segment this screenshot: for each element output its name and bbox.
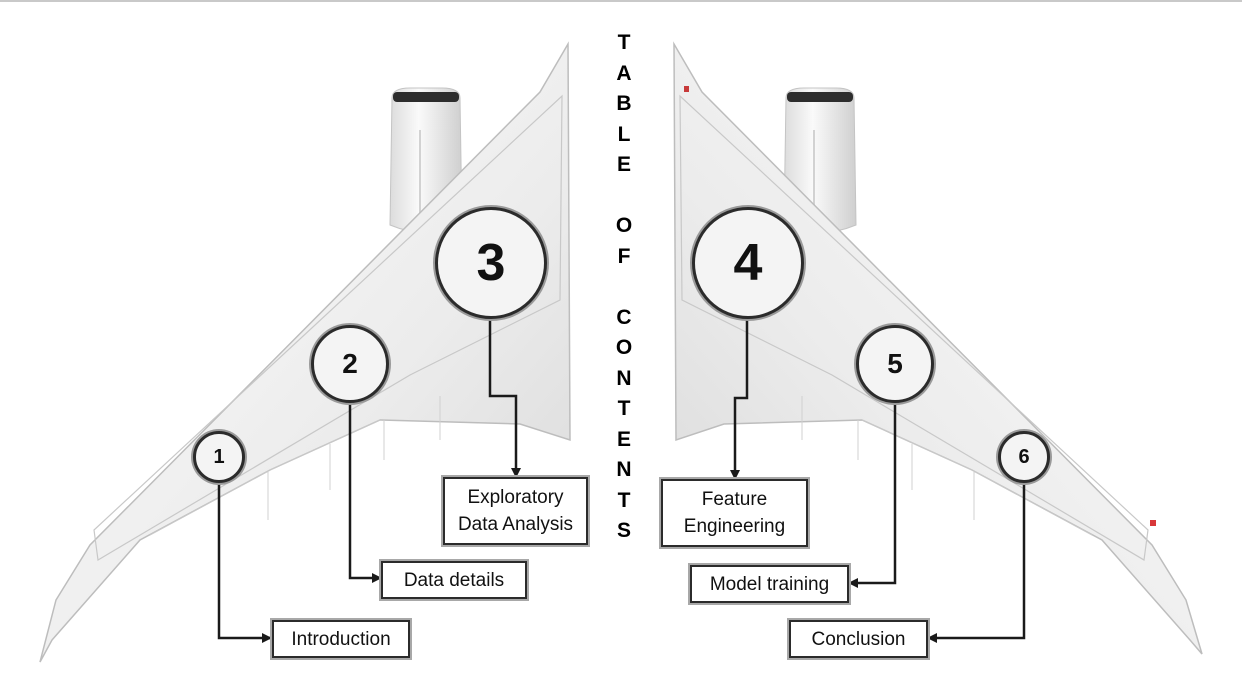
title-letter: T	[617, 488, 631, 512]
section-1-circle[interactable]: 1	[193, 431, 245, 483]
table-of-contents-title: T A B L E O F C O N T E N T S	[612, 28, 636, 547]
section-1-text: Introduction	[291, 628, 391, 650]
title-letter: S	[616, 519, 631, 542]
title-letter	[612, 272, 636, 303]
section-4-text: Feature Engineering	[683, 489, 786, 537]
connector-1	[217, 479, 272, 643]
connector-5	[848, 403, 897, 588]
title-letter: N	[616, 366, 632, 390]
connector-6	[927, 479, 1026, 643]
section-4-circle[interactable]: 4	[692, 207, 804, 319]
title-letter: C	[616, 305, 632, 329]
section-5-number: 5	[887, 348, 903, 379]
section-1-label[interactable]: Introduction	[272, 620, 410, 658]
section-6-number: 6	[1018, 445, 1030, 468]
title-letter: T	[617, 397, 631, 420]
section-5-label[interactable]: Model training	[690, 565, 849, 603]
title-letter	[612, 181, 636, 212]
title-letter: B	[616, 92, 632, 115]
connectors	[217, 318, 1026, 643]
section-6-text: Conclusion	[811, 628, 906, 650]
section-4-label[interactable]: Feature Engineering	[661, 479, 808, 547]
top-border-line	[0, 0, 1242, 2]
section-6-label[interactable]: Conclusion	[789, 620, 928, 658]
title-letter: E	[616, 153, 631, 176]
section-5-text: Model training	[709, 573, 830, 595]
section-2-label[interactable]: Data details	[381, 561, 527, 599]
section-3-circle[interactable]: 3	[435, 207, 547, 319]
title-letter: A	[616, 61, 632, 85]
title-letter: O	[615, 336, 633, 359]
right-wing	[673, 41, 1203, 655]
title-letter: F	[617, 244, 631, 268]
section-3-number: 3	[476, 234, 506, 292]
section-4-number: 4	[733, 234, 763, 292]
connector-3	[488, 318, 521, 478]
section-2-circle[interactable]: 2	[311, 325, 389, 403]
title-letter: E	[616, 427, 631, 451]
section-3-text: Exploratory Data Analysis	[457, 487, 574, 535]
title-letter: O	[615, 214, 633, 237]
section-1-number: 1	[213, 445, 225, 468]
title-letter: N	[616, 458, 632, 481]
title-letter: L	[617, 122, 631, 146]
connector-4	[730, 318, 749, 480]
section-2-number: 2	[342, 348, 358, 379]
title-letter: T	[617, 31, 631, 54]
section-5-circle[interactable]: 5	[856, 325, 934, 403]
connector-2	[348, 403, 382, 583]
section-2-text: Data details	[403, 569, 505, 591]
left-wing	[39, 41, 571, 663]
section-6-circle[interactable]: 6	[998, 431, 1050, 483]
section-3-label[interactable]: Exploratory Data Analysis	[443, 477, 588, 545]
